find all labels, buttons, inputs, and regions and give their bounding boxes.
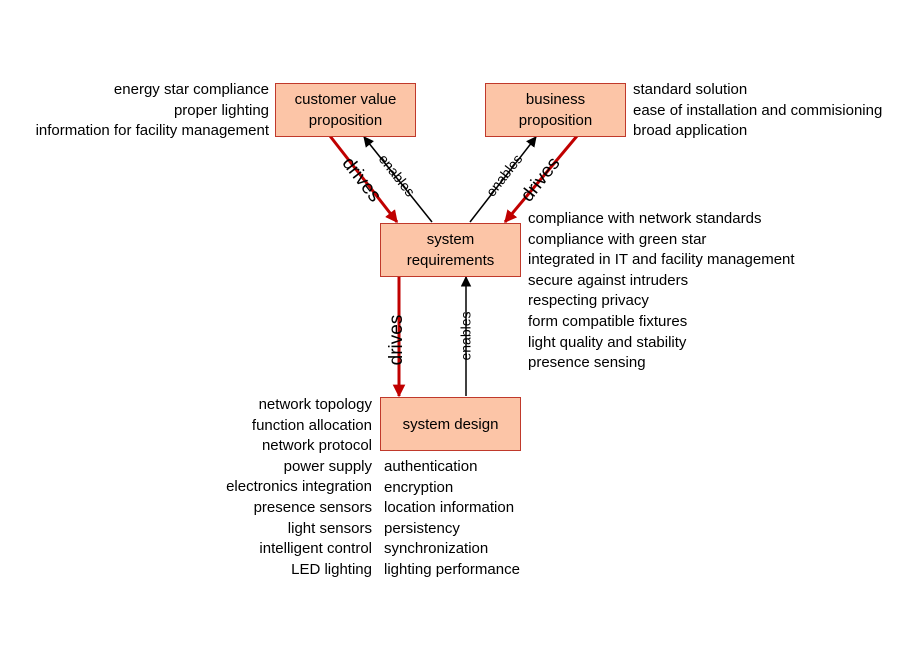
list-item: light sensors xyxy=(287,519,372,537)
drives-arrow-customer-to-requirements xyxy=(328,135,399,223)
list-item: location information xyxy=(384,499,515,517)
list-item: respecting privacy xyxy=(528,292,649,310)
list-item: network protocol xyxy=(261,437,372,455)
system-design-list-right: authentication encryption location infor… xyxy=(384,457,520,581)
system-requirements-box: system requirements xyxy=(380,223,521,277)
system-requirements-list: compliance with network standards compli… xyxy=(528,209,795,374)
list-item: synchronization xyxy=(384,540,489,558)
list-item: information for facility management xyxy=(35,122,269,140)
customer-value-proposition-box: customer value proposition xyxy=(275,83,416,137)
list-item: function allocation xyxy=(251,416,372,434)
list-item: form compatible fixtures xyxy=(528,312,688,330)
business-proposition-box: business proposition xyxy=(485,83,626,137)
list-item: compliance with green star xyxy=(528,230,707,248)
business-proposition-list: standard solution ease of installation a… xyxy=(633,80,882,142)
list-item: broad application xyxy=(633,122,748,140)
enables-arrow-requirements-to-customer xyxy=(363,136,433,223)
list-item: authentication xyxy=(384,458,478,475)
list-item: presence sensing xyxy=(528,354,646,372)
list-item: standard solution xyxy=(633,81,748,98)
list-item: power supply xyxy=(283,457,372,475)
list-item: light quality and stability xyxy=(528,333,687,351)
list-item: intelligent control xyxy=(259,540,372,558)
list-item: persistency xyxy=(384,519,460,537)
customer-value-list: energy star compliance proper lighting i… xyxy=(36,80,269,142)
list-item: lighting performance xyxy=(384,560,520,578)
list-item: presence sensors xyxy=(253,498,372,516)
list-item: electronics integration xyxy=(226,478,372,496)
drives-arrow-business-to-requirements xyxy=(503,135,579,223)
list-item: network topology xyxy=(258,396,372,413)
drives-label-vertical: drives xyxy=(386,315,407,366)
list-item: compliance with network standards xyxy=(528,210,762,227)
list-item: encryption xyxy=(384,478,454,496)
list-item: LED lighting xyxy=(291,560,372,578)
system-design-list-left: network topology function allocation net… xyxy=(226,395,372,580)
list-item: proper lighting xyxy=(173,101,269,119)
system-design-box: system design xyxy=(380,397,521,451)
enables-label-vertical: enables xyxy=(458,311,474,360)
list-item: ease of installation and commisioning xyxy=(633,101,883,119)
list-item: energy star compliance xyxy=(113,81,269,98)
list-item: integrated in IT and facility management xyxy=(528,251,795,269)
enables-arrow-requirements-to-business xyxy=(469,136,537,223)
list-item: secure against intruders xyxy=(528,271,689,289)
